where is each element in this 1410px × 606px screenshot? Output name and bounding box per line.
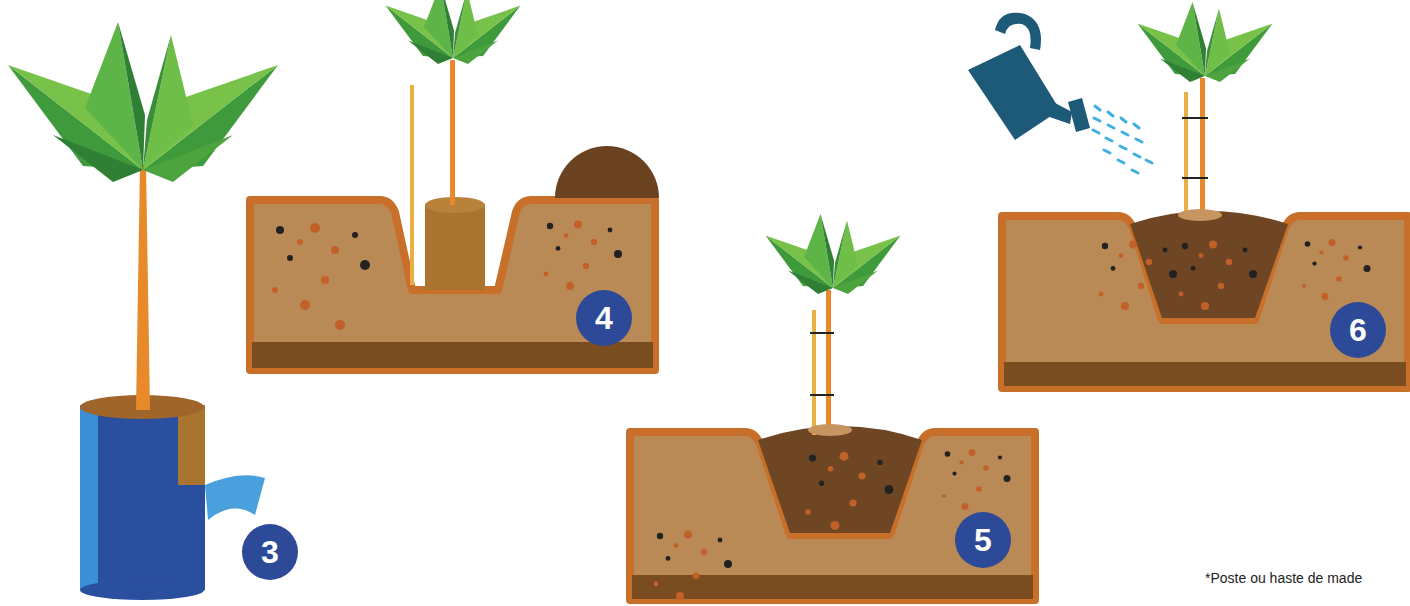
step-number: 4 bbox=[595, 300, 613, 337]
step-number-circle: 4 bbox=[576, 290, 632, 346]
step-number: 3 bbox=[261, 534, 279, 571]
step-number: 5 bbox=[974, 522, 992, 559]
step-number-circle: 5 bbox=[955, 512, 1011, 568]
step-number: 6 bbox=[1349, 312, 1367, 349]
step-number-circle: 6 bbox=[1330, 302, 1386, 358]
step-number-circle: 3 bbox=[242, 524, 298, 580]
footnote: *Poste ou haste de made bbox=[1205, 570, 1362, 586]
